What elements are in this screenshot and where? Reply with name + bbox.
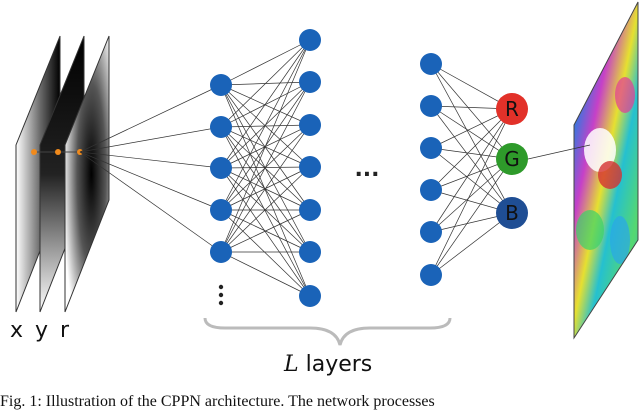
hidden-edge: [220, 126, 311, 253]
hidden-node-layer-1: [210, 74, 232, 96]
input-edge: [79, 84, 222, 153]
hidden-node-layer-2: [299, 199, 321, 221]
hidden-node-layer-3: [420, 264, 442, 286]
network-edges: [79, 39, 591, 297]
hidden-node-layer-2: [299, 114, 321, 136]
input-edge: [79, 151, 222, 253]
output-edge: [430, 158, 513, 276]
hidden-node-layer-2: [299, 156, 321, 178]
hidden-edge: [220, 209, 311, 253]
hidden-edge: [220, 81, 311, 253]
hidden-edge: [220, 124, 311, 253]
output-edge: [430, 212, 513, 276]
hidden-node-layer-3: [420, 53, 442, 75]
output-label-b: B: [505, 201, 519, 225]
r-plane: [64, 35, 110, 313]
hidden-edge: [220, 39, 311, 169]
hidden-node-layer-1: [210, 241, 232, 263]
layers-ellipsis: ...: [354, 157, 379, 182]
hidden-node-layer-3: [420, 95, 442, 117]
hidden-edge: [220, 167, 311, 297]
hidden-edge: [220, 126, 311, 168]
output-edge: [430, 105, 513, 160]
output-edge: [430, 108, 513, 233]
hidden-edge: [220, 126, 311, 297]
layers-label: L layers: [284, 352, 424, 377]
hidden-node-layer-3: [420, 137, 442, 159]
input-edge: [79, 151, 222, 169]
output-node-r: [496, 93, 528, 125]
input-label-x: x: [10, 318, 24, 343]
output-edge: [430, 63, 513, 214]
hidden-node-layer-1: [210, 116, 232, 138]
input-planes: [15, 35, 110, 313]
hidden-node-layer-2: [299, 285, 321, 307]
hidden-node-layer-2: [299, 29, 321, 51]
hidden-edge: [220, 39, 311, 128]
hidden-edge: [220, 84, 311, 297]
layers-label-text: layers: [305, 352, 373, 377]
hidden-node-layer-1: [210, 199, 232, 221]
hidden-node-layer-1: [210, 157, 232, 179]
output-node-b: [496, 197, 528, 229]
hidden-edge: [220, 39, 311, 253]
hidden-edge: [220, 84, 311, 211]
hidden-edge: [220, 39, 311, 211]
output-edge: [430, 105, 513, 214]
output-node-g: [496, 143, 528, 175]
output-label-r: R: [505, 97, 519, 121]
hidden-edge: [220, 126, 311, 211]
output-edge: [430, 63, 513, 160]
input-label-r: r: [60, 318, 70, 343]
pixel-marker-y: [55, 149, 61, 155]
network-nodes: R G B: [210, 29, 528, 307]
hidden-edge: [220, 124, 311, 128]
hidden-node-layer-3: [420, 179, 442, 201]
hidden-edge: [220, 84, 311, 126]
output-edge: [430, 108, 513, 276]
output-label-g: G: [504, 147, 520, 171]
hidden-edge: [220, 209, 311, 297]
output-edge: [430, 158, 513, 233]
hidden-edge: [220, 166, 311, 253]
pixel-marker-x: [31, 149, 37, 155]
output-edge: [430, 147, 513, 214]
hidden-node-layer-2: [299, 71, 321, 93]
hidden-node-layer-2: [299, 241, 321, 263]
output-edge: [430, 108, 513, 191]
hidden-node-layer-3: [420, 221, 442, 243]
layers-label-variable: L: [284, 352, 299, 377]
figure-caption: Fig. 1: Illustration of the CPPN archite…: [0, 393, 435, 410]
input-edge: [79, 126, 222, 153]
hidden-edge: [220, 251, 311, 297]
layers-brace: [203, 317, 452, 346]
hidden-edge: [220, 39, 311, 86]
input-label-y: y: [35, 318, 49, 343]
output-image-plane: [573, 1, 639, 340]
more-nodes-dots: [218, 284, 224, 306]
input-edge: [79, 151, 222, 211]
output-to-image-edge: [527, 144, 591, 160]
